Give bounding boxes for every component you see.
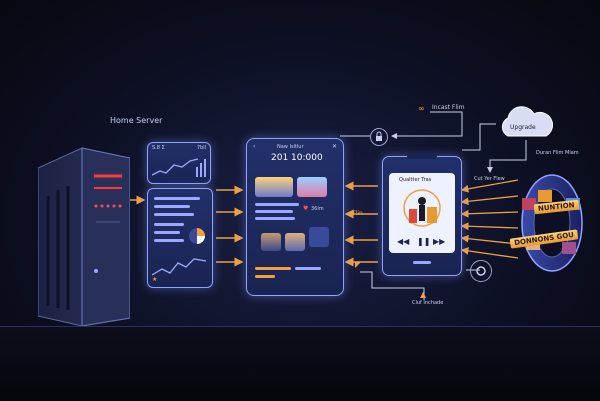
trend-line-chart bbox=[152, 158, 206, 177]
album-art bbox=[403, 189, 441, 227]
pause-icon[interactable]: ❚❚ bbox=[417, 237, 431, 246]
rewind-icon[interactable]: ◀◀ bbox=[397, 237, 410, 246]
cluf-include-label: Cluf Inchade bbox=[412, 300, 444, 306]
incast-film-label: Incast Flim bbox=[432, 104, 465, 111]
fast-forward-icon[interactable]: ▶▶ bbox=[433, 237, 446, 246]
phone-notch bbox=[407, 153, 437, 159]
film-reel[interactable] bbox=[512, 168, 592, 278]
media-thumbnail[interactable] bbox=[261, 233, 281, 251]
home-server-label: Home Server bbox=[110, 116, 163, 125]
chart-value: 7bll bbox=[196, 145, 206, 151]
phone-device[interactable]: Qualtter Tras ◀◀ ❚❚ ▶▶ bbox=[382, 153, 462, 276]
pie-chart-icon bbox=[189, 228, 205, 244]
cloud-icon[interactable] bbox=[496, 104, 556, 140]
back-chevron-icon[interactable]: ‹ bbox=[253, 143, 256, 150]
tablet-title: Naw Isitlur bbox=[277, 144, 304, 150]
sparkline-chart: ★ bbox=[152, 258, 207, 281]
player-title: Qualtter Tras bbox=[399, 177, 432, 183]
close-icon[interactable]: ✕ bbox=[331, 143, 337, 150]
tablet-time: 201 10:000 bbox=[271, 153, 323, 163]
duran-film-label: Duran Flim Miam bbox=[536, 150, 579, 156]
lock-icon[interactable] bbox=[370, 128, 388, 146]
media-thumbnail[interactable] bbox=[309, 227, 329, 247]
data-list-panel[interactable]: ★ bbox=[147, 188, 213, 288]
tablet-device[interactable]: ‹ Naw Isitlur ✕ 201 10:000 ♥ 36im bbox=[246, 138, 344, 296]
arrow-up-icon: ◤ bbox=[355, 260, 362, 269]
arrow-up-icon: ▲ bbox=[420, 290, 427, 299]
media-thumbnail[interactable] bbox=[255, 177, 293, 197]
tablet-stat: 36im bbox=[311, 206, 324, 212]
svg-text:★: ★ bbox=[152, 276, 157, 281]
chart-header: S.8 Σ bbox=[152, 145, 165, 151]
home-server[interactable] bbox=[38, 146, 130, 326]
infinity-icon: ∞ bbox=[418, 104, 425, 113]
heart-icon[interactable]: ♥ bbox=[303, 205, 309, 212]
media-thumbnail[interactable] bbox=[285, 233, 305, 251]
home-indicator bbox=[413, 261, 431, 264]
stats-chart-panel[interactable]: S.8 Σ 7bll bbox=[147, 142, 211, 184]
cut-ver-flow-label: Cut Yer Flew bbox=[474, 176, 505, 182]
media-thumbnail[interactable] bbox=[297, 177, 327, 197]
gear-icon[interactable] bbox=[470, 260, 492, 282]
floor bbox=[0, 326, 600, 401]
upgrade-label: Upgrade bbox=[510, 124, 536, 131]
side-tag: Tlin bbox=[352, 210, 363, 217]
